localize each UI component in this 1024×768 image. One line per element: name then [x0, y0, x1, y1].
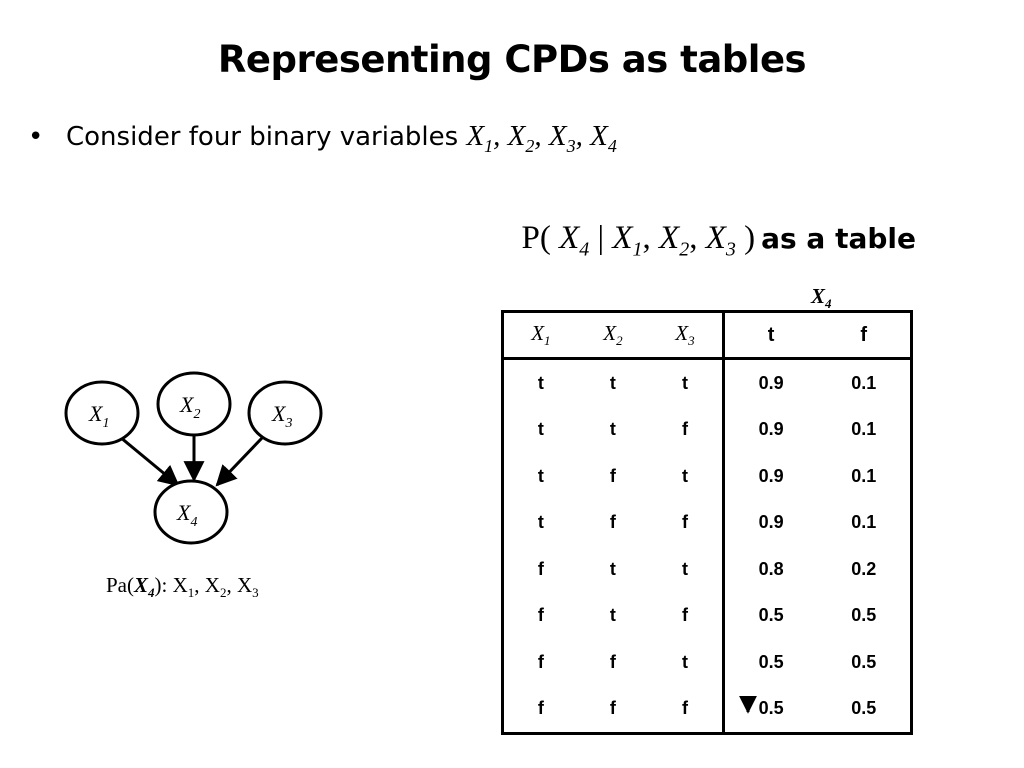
table-cell: 0.1 [851, 512, 877, 533]
bullet-line: • Consider four binary variables X1, X2, … [28, 120, 617, 157]
header-x2: X2 [577, 311, 649, 360]
table-cell: 0.9 [758, 372, 784, 393]
table-cell: f [648, 406, 725, 453]
var-x4: X4 [590, 120, 617, 156]
bullet-text: Consider four binary variables [66, 122, 459, 152]
table-cell: f [648, 685, 725, 734]
table-cell: t [648, 639, 725, 686]
table-cell: t [609, 558, 616, 579]
table-row: t t f 0.9 0.1 [503, 406, 912, 453]
table-cell: 0.1 [851, 419, 877, 440]
table-cell: t [537, 465, 544, 486]
table-cell: f [537, 605, 544, 626]
svg-text:X4: X4 [176, 500, 197, 530]
bullet-variables: X1, X2, X3, X4 [466, 120, 617, 156]
node-x3: X3 [247, 380, 323, 446]
table-cell: 0.9 [758, 512, 784, 533]
table-cell: f [609, 651, 616, 672]
node-x2: X2 [156, 371, 232, 437]
table-cell: 0.5 [851, 605, 877, 626]
table-cell: f [648, 499, 725, 546]
edge-x1-x4 [119, 435, 180, 487]
table-cell: f [609, 512, 616, 533]
table-cell: t [537, 419, 544, 440]
table-cell: t [609, 419, 616, 440]
cpd-heading: P( X4 | X1, X2, X3 )as a table [521, 220, 916, 262]
table-row: f f f 0.5 0.5 [503, 685, 912, 734]
table-cell: 0.9 [758, 465, 784, 486]
table-cell: t [609, 605, 616, 626]
var-x1: X1 [466, 120, 494, 156]
cpd-heading-label: as a table [761, 222, 916, 255]
table-cell: t [648, 546, 725, 593]
table-cell: 0.1 [851, 372, 877, 393]
header-x1: X1 [502, 311, 578, 360]
table-cell: 0.5 [851, 698, 877, 719]
table-cell: 0.8 [758, 558, 784, 579]
table-cell: 0.9 [758, 419, 784, 440]
bullet-dot: • [28, 122, 44, 152]
table-cell: 0.5 [758, 605, 784, 626]
table-cell: t [648, 453, 725, 500]
svg-text:X2: X2 [179, 392, 200, 422]
table-row: t t t 0.9 0.1 [503, 358, 912, 407]
table-header-row: X1 X2 X3 t f [502, 311, 912, 360]
var-x2: X2 [507, 120, 535, 156]
table-cell: 0.1 [851, 465, 877, 486]
table-cell: f [537, 698, 544, 719]
table-cell: f [537, 651, 544, 672]
svg-text:X3: X3 [271, 401, 292, 431]
table-row: f t t 0.8 0.2 [503, 546, 912, 593]
table-cell: f [648, 592, 725, 639]
x4-column-label: X4 [811, 284, 832, 312]
parents-label: Pa(X4): X1, X2, X3 [106, 573, 259, 601]
header-f: f [817, 311, 912, 360]
table-cell: f [537, 558, 544, 579]
table-row: t f t 0.9 0.1 [503, 453, 912, 500]
table-cell: t [609, 372, 616, 393]
table-row: f t f 0.5 0.5 [503, 592, 912, 639]
table-cell: t [648, 358, 725, 407]
slide-title: Representing CPDs as tables [217, 38, 807, 81]
table-cell: f [609, 698, 616, 719]
table-cell: 0.5 [758, 698, 784, 719]
table-row: t f f 0.9 0.1 [503, 499, 912, 546]
table-cell: 0.5 [758, 651, 784, 672]
table-row: f f t 0.5 0.5 [503, 639, 912, 686]
cpd-expression: P( X4 | X1, X2, X3 ) [521, 220, 756, 261]
table-cell: t [537, 372, 544, 393]
edge-x3-x4 [215, 436, 264, 487]
var-x3: X3 [548, 120, 576, 156]
table-cell: 0.5 [851, 651, 877, 672]
table-cell: f [609, 465, 616, 486]
table-cell: 0.2 [851, 558, 877, 579]
svg-text:X1: X1 [88, 401, 109, 431]
node-x1: X1 [64, 380, 140, 446]
header-x3: X3 [648, 311, 725, 360]
table-cell: t [537, 512, 544, 533]
header-t: t [723, 311, 818, 360]
node-x4: X4 [153, 479, 229, 545]
